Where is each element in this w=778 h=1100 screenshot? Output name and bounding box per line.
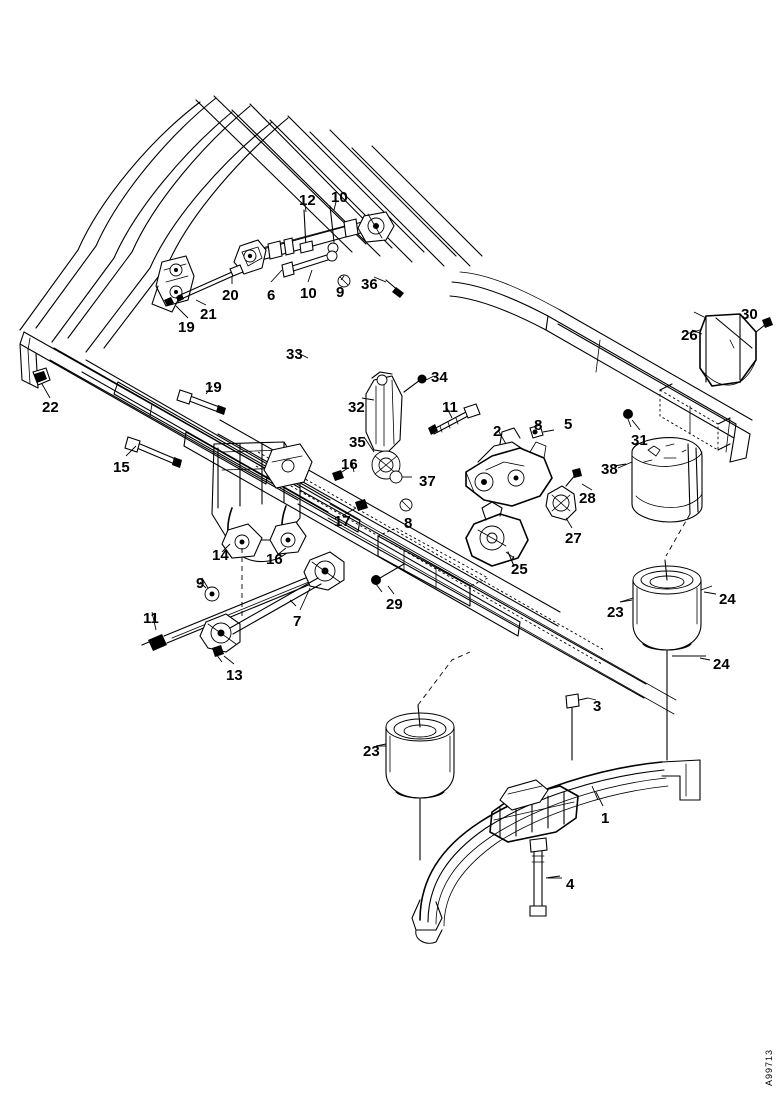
air-spring-bottom [375, 651, 471, 861]
callout-3: 3 [593, 698, 602, 715]
callout-35: 35 [349, 434, 366, 451]
bolt-29 [371, 563, 405, 593]
callout-33: 33 [286, 346, 303, 363]
frame-end-fitting-22 [32, 367, 51, 386]
reservoir-box [377, 527, 490, 607]
callout-20: 20 [222, 287, 239, 304]
callout-34: 34 [431, 369, 448, 386]
shock-absorber-32 [365, 371, 427, 480]
callout-37: 37 [419, 473, 436, 490]
chassis-frame-left [19, 95, 483, 533]
callout-27: 27 [565, 530, 582, 547]
callout-36: 36 [361, 276, 378, 293]
callout-25: 25 [511, 561, 528, 578]
callout-16: 16 [341, 456, 358, 473]
callout-15: 15 [113, 459, 130, 476]
callout-4: 4 [566, 876, 575, 893]
callout-24: 24 [713, 656, 730, 673]
chassis-frame-right [449, 271, 753, 463]
callout-2: 2 [493, 423, 502, 440]
callout-26: 26 [681, 327, 698, 344]
callout-10: 10 [331, 189, 348, 206]
callout-24: 24 [719, 591, 736, 608]
callout-14: 14 [212, 547, 229, 564]
callout-19: 19 [205, 379, 222, 396]
callout-11: 11 [442, 399, 458, 416]
callout-21: 21 [200, 306, 217, 323]
frame-bolt-19 [176, 389, 226, 415]
callout-28: 28 [579, 490, 596, 507]
callout-8: 8 [534, 417, 543, 434]
callout-29: 29 [386, 596, 403, 613]
torque-rod-assembly [151, 205, 404, 313]
callout-16: 16 [266, 551, 283, 568]
callout-9: 9 [336, 284, 345, 301]
callout-7: 7 [293, 613, 302, 630]
callout-12: 12 [299, 192, 316, 209]
callout-38: 38 [601, 461, 618, 478]
spring-hanger-left [211, 441, 368, 563]
callout-23: 23 [607, 604, 624, 621]
air-spring-right [617, 437, 713, 761]
callout-32: 32 [348, 399, 365, 416]
callout-23: 23 [363, 743, 380, 760]
callout-6: 6 [267, 287, 276, 304]
bolt-washer-8-5 [529, 424, 555, 439]
upper-bracket-30 [623, 313, 773, 451]
leaf-spring-assembly [411, 693, 701, 944]
track-bar-assembly [141, 548, 345, 663]
washer-8b [399, 498, 413, 512]
callout-19: 19 [178, 319, 195, 336]
callout-13: 13 [226, 667, 243, 684]
clip-37 [389, 470, 412, 484]
callout-8: 8 [404, 515, 413, 532]
callout-17: 17 [334, 513, 351, 530]
callout-5: 5 [564, 416, 573, 433]
long-bolt-11 [428, 403, 481, 435]
callout-31: 31 [631, 432, 648, 449]
suspension-bracket-assembly [465, 427, 582, 567]
callout-22: 22 [42, 399, 59, 416]
callout-9: 9 [196, 575, 205, 592]
callout-30: 30 [741, 306, 758, 323]
diagram-id-code: A99713 [764, 1048, 774, 1086]
callout-11: 11 [143, 610, 159, 627]
callout-10: 10 [300, 285, 317, 302]
callout-1: 1 [601, 810, 610, 827]
frame-bolt-15 [124, 436, 182, 468]
callout-leaders [41, 201, 717, 879]
